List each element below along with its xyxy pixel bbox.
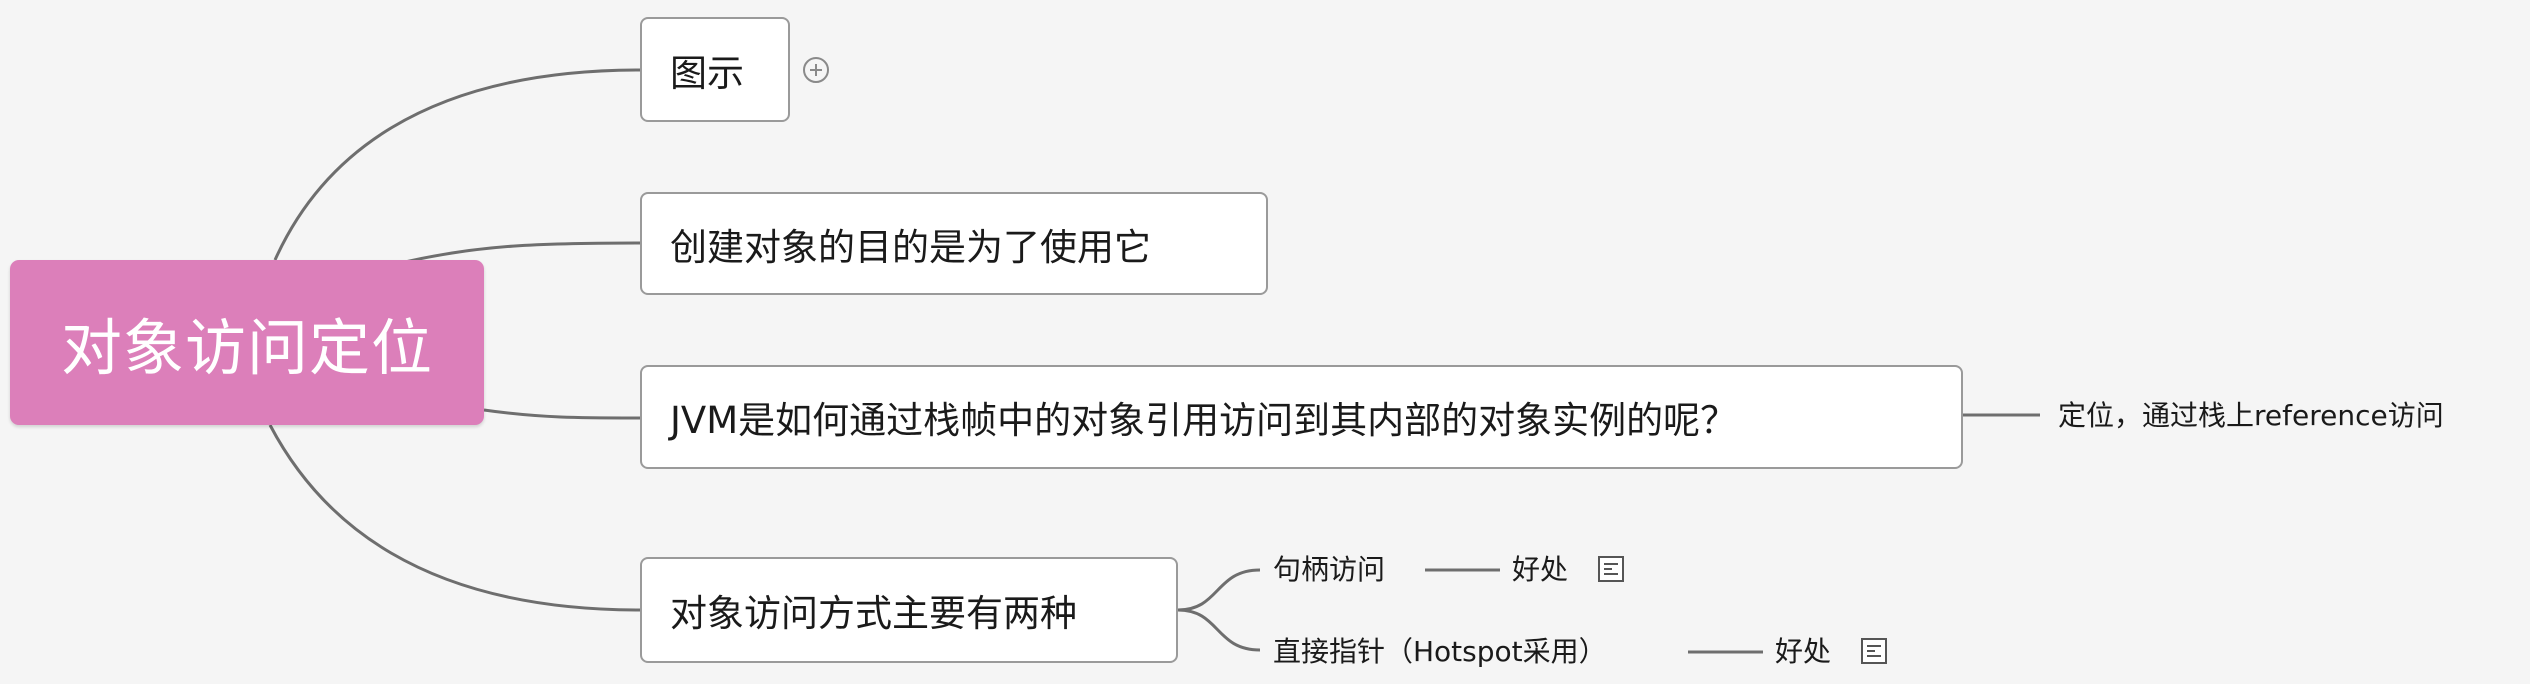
branch-purpose-label: 创建对象的目的是为了使用它 (670, 225, 1151, 269)
branch-jvm-question[interactable]: JVM是如何通过栈帧中的对象引用访问到其内部的对象实例的呢？ (640, 365, 1963, 469)
branch-diagram-label: 图示 (670, 51, 744, 95)
link-central-to-diagram (273, 68, 641, 261)
note-icon[interactable] (1861, 638, 1887, 664)
link-central-to-access-methods (268, 424, 641, 612)
note-icon[interactable] (1598, 556, 1624, 582)
leaf-handle-access[interactable]: 句柄访问 (1273, 553, 1386, 586)
link-access-to-direct (1177, 608, 1261, 652)
leaf-handle-benefit[interactable]: 好处 (1512, 553, 1569, 586)
leaf-direct-pointer[interactable]: 直接指针（Hotspot采用） (1273, 635, 1607, 668)
leaf-locate-via-reference[interactable]: 定位，通过栈上reference访问 (2058, 399, 2444, 432)
link-central-to-purpose (404, 241, 641, 264)
branch-diagram[interactable]: 图示 (640, 17, 790, 122)
branch-purpose[interactable]: 创建对象的目的是为了使用它 (640, 192, 1268, 295)
branch-access-methods[interactable]: 对象访问方式主要有两种 (640, 557, 1178, 663)
branch-access-methods-label: 对象访问方式主要有两种 (670, 592, 1077, 635)
link-central-to-jvm-question (483, 408, 641, 420)
central-topic[interactable]: 对象访问定位 (10, 260, 484, 425)
branch-jvm-question-label: JVM是如何通过栈帧中的对象引用访问到其内部的对象实例的呢？ (670, 399, 1738, 442)
leaf-direct-benefit[interactable]: 好处 (1775, 635, 1832, 668)
plus-circle-icon[interactable] (803, 57, 829, 83)
link-access-to-handle (1177, 568, 1261, 612)
